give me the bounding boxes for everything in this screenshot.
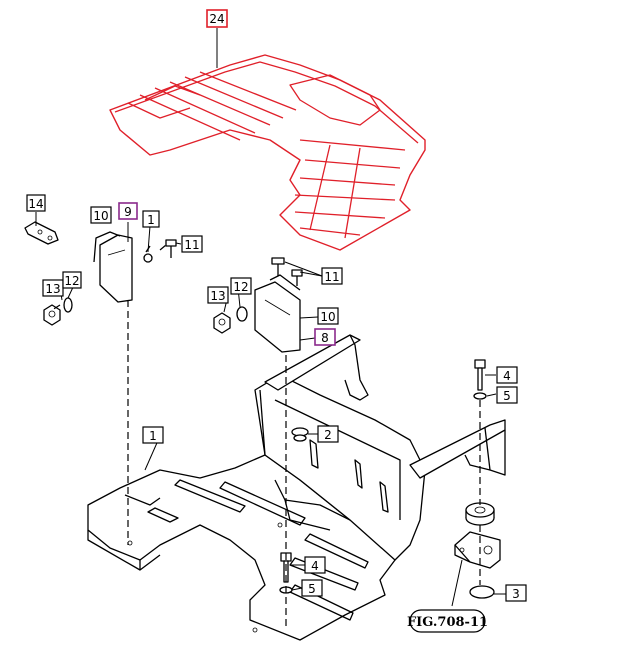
nut-washer-left[interactable] — [43, 297, 73, 326]
callout-4-upper: 4 — [496, 366, 518, 384]
grommet-part-2[interactable] — [291, 427, 309, 442]
svg-text:3: 3 — [512, 587, 520, 601]
floor-mat-part-24[interactable] — [109, 54, 426, 251]
svg-text:10: 10 — [320, 310, 335, 324]
bolt-washer-upper-right[interactable] — [473, 359, 487, 400]
callout-9: 9 — [118, 202, 138, 220]
callout-14: 14 — [26, 194, 46, 212]
assembly-lines — [51, 244, 481, 630]
callout-5-lower: 5 — [301, 579, 323, 597]
leader-lines — [35, 28, 507, 607]
callout-24: 24 — [206, 9, 228, 28]
callout-5-upper: 5 — [496, 386, 518, 404]
svg-text:14: 14 — [28, 197, 43, 211]
callout-1-small: 1 — [142, 210, 160, 228]
figure-label: FIG.708-11 — [407, 609, 488, 633]
cap-part-3[interactable] — [469, 585, 495, 599]
svg-text:24: 24 — [209, 12, 224, 26]
svg-text:10: 10 — [93, 209, 108, 223]
callout-13-right: 13 — [207, 286, 229, 304]
svg-text:12: 12 — [64, 274, 79, 288]
svg-text:11: 11 — [324, 270, 339, 284]
svg-text:11: 11 — [184, 238, 199, 252]
svg-text:8: 8 — [321, 331, 329, 345]
callout-4-lower: 4 — [304, 556, 326, 574]
callout-12-left: 12 — [62, 271, 82, 289]
nut-washer-right[interactable] — [213, 306, 248, 334]
svg-text:1: 1 — [149, 429, 157, 443]
callout-10-left: 10 — [90, 206, 112, 224]
mount-bracket[interactable] — [454, 531, 501, 569]
callout-2: 2 — [317, 425, 339, 443]
svg-text:13: 13 — [45, 282, 60, 296]
callout-11-right: 11 — [321, 267, 343, 285]
svg-text:12: 12 — [233, 280, 248, 294]
svg-text:9: 9 — [124, 205, 132, 219]
svg-text:1: 1 — [147, 213, 155, 227]
callout-12-right: 12 — [230, 277, 252, 295]
callout-3: 3 — [505, 584, 527, 602]
rubber-mount[interactable] — [465, 502, 495, 526]
side-shield-left-part-9[interactable] — [93, 231, 153, 303]
svg-text:5: 5 — [503, 389, 511, 403]
callout-8: 8 — [314, 328, 336, 346]
svg-text:FIG.708-11: FIG.708-11 — [407, 615, 488, 630]
side-shield-right-part-8[interactable] — [254, 274, 301, 353]
svg-text:13: 13 — [210, 289, 225, 303]
svg-text:4: 4 — [311, 559, 319, 573]
callout-1-main: 1 — [142, 426, 164, 444]
svg-text:4: 4 — [503, 369, 511, 383]
svg-text:5: 5 — [308, 582, 316, 596]
callout-13-left: 13 — [42, 279, 64, 297]
callout-11-left: 11 — [181, 235, 203, 253]
svg-text:2: 2 — [324, 428, 332, 442]
bolts-part-11-right[interactable] — [271, 257, 303, 286]
bracket-part-14[interactable] — [24, 221, 59, 245]
step-frame-part-1[interactable] — [87, 334, 506, 641]
bolt-part-11-left[interactable] — [165, 239, 177, 258]
callout-10-right: 10 — [317, 307, 339, 325]
